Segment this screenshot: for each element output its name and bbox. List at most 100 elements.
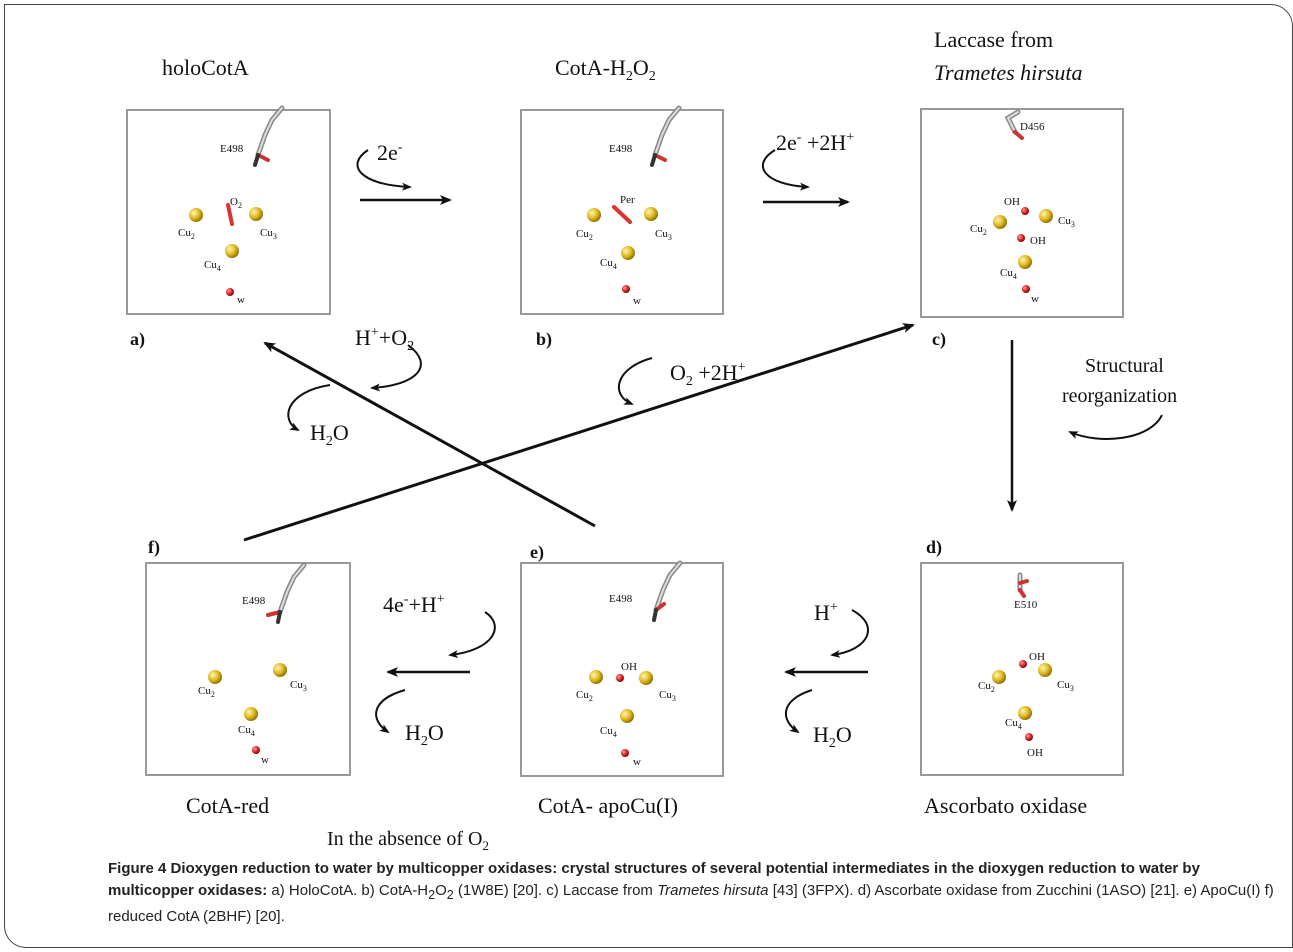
cu3-atom [639, 671, 653, 685]
arrow-e-to-a: H++O2 H2O [263, 325, 596, 528]
water-label: w [1031, 293, 1039, 305]
cu3-label: Cu3 [260, 227, 277, 241]
cu4-atom [620, 709, 634, 723]
o2-label: O2 [230, 196, 242, 210]
panel-d-box [920, 562, 1124, 776]
water-atom [622, 285, 630, 293]
cu4-atom [1018, 706, 1032, 720]
residue-label: E498 [609, 143, 633, 155]
cu2-atom [589, 670, 603, 684]
cu4-atom [1018, 255, 1032, 269]
oh-label: OH [621, 661, 637, 673]
cu3-atom [273, 663, 287, 677]
panel-d-letter: d) [926, 537, 942, 558]
cu4-label: Cu4 [1000, 267, 1017, 281]
cu4-atom [621, 246, 635, 260]
panel-f: CotA-red f) E498 Cu2 Cu3 Cu4 w [145, 537, 351, 818]
cu2-atom [587, 208, 601, 222]
arrow-b-to-c: 2e- +2H+ [761, 130, 854, 207]
reaction-b-to-c-label: 2e- +2H+ [776, 130, 854, 155]
panel-e: CotA- apoCu(I) e) E498 OH Cu2 Cu3 Cu4 w [520, 542, 724, 818]
panel-d: Ascorbato oxidase d) E510 OH Cu2 Cu3 Cu4… [920, 537, 1124, 818]
panel-c-letter: c) [932, 329, 946, 350]
oh-label: OH [1029, 651, 1045, 663]
peroxide-molecule [612, 205, 632, 224]
cu4-label: Cu4 [600, 257, 617, 271]
water-label: w [633, 756, 641, 768]
hydroxide-atom [1025, 733, 1033, 741]
oh-label: OH [1027, 747, 1043, 759]
reaction-e-to-f-in-label: 4e-+H+ [383, 592, 445, 617]
cu4-atom [225, 244, 239, 258]
panel-e-box [520, 562, 724, 777]
cu2-atom [992, 670, 1006, 684]
panel-a: holoCotA E498 O2 Cu2 Cu3 Cu4 w a) [126, 55, 331, 350]
hydroxide-atom [1021, 207, 1029, 215]
cu3-label: Cu3 [655, 228, 672, 242]
reaction-c-to-d-line2: reorganization [1062, 385, 1177, 407]
panel-b-title: CotA-H2O2 [555, 55, 656, 84]
cu2-label: Cu2 [576, 228, 593, 242]
reaction-f-to-c-label: O2 +2H+ [670, 360, 746, 389]
cu3-atom [249, 207, 263, 221]
cu4-atom [244, 707, 258, 721]
arrow-e-to-f: 4e-+H+ H2O [375, 592, 496, 749]
cu3-label: Cu3 [659, 689, 676, 703]
reaction-d-to-e-in-label: H+ [814, 600, 838, 625]
cu2-label: Cu2 [198, 685, 215, 699]
water-atom [1022, 285, 1030, 293]
figure-caption: Figure 4 Dioxygen reduction to water by … [108, 858, 1283, 928]
cu2-atom [208, 670, 222, 684]
water-label: w [261, 754, 269, 766]
reaction-e-to-a-out-label: H2O [310, 420, 349, 449]
panel-e-title: CotA- apoCu(I) [538, 793, 678, 818]
cu3-atom [1039, 209, 1053, 223]
panel-f-box [145, 562, 351, 776]
oh-label: OH [1030, 235, 1046, 247]
residue-label: E498 [242, 595, 266, 607]
panel-b-box [520, 109, 724, 315]
cu3-atom [1038, 663, 1052, 677]
panel-c-box [920, 108, 1124, 318]
cu2-label: Cu2 [178, 227, 195, 241]
absence-note: In the absence of O2 [327, 828, 489, 853]
panel-a-box [126, 109, 331, 315]
panel-c-title-line1: Laccase from [934, 27, 1053, 52]
water-atom [226, 288, 234, 296]
hydroxide-atom [1017, 234, 1025, 242]
water-label: w [633, 295, 641, 307]
panel-b: CotA-H2O2 E498 Per Cu2 Cu3 Cu4 w b) [520, 55, 724, 350]
caption-bold: Figure 4 Dioxygen reduction to water by … [108, 860, 1200, 899]
panel-f-title: CotA-red [186, 793, 269, 818]
hydroxide-atom [616, 674, 624, 682]
reaction-c-to-d-line1: Structural [1085, 355, 1164, 377]
water-atom [621, 749, 629, 757]
residue-sidechain [266, 562, 307, 624]
residue-sidechain [253, 105, 285, 167]
cu2-label: Cu2 [970, 223, 987, 237]
panel-c-title-line2: Trametes hirsuta [934, 60, 1083, 85]
cu4-label: Cu4 [204, 259, 221, 273]
oh-label: OH [1004, 196, 1020, 208]
cu3-label: Cu3 [1058, 215, 1075, 229]
cu3-label: Cu3 [290, 679, 307, 693]
panel-e-letter: e) [530, 542, 544, 563]
reaction-a-to-b-label: 2e- [377, 140, 403, 165]
arrow-a-to-b: 2e- [356, 140, 452, 205]
residue-sidechain [652, 560, 683, 622]
panel-b-letter: b) [536, 329, 552, 350]
panel-f-letter: f) [148, 537, 160, 558]
per-label: Per [620, 194, 635, 206]
cu2-label: Cu2 [576, 689, 593, 703]
water-atom [252, 746, 260, 754]
panel-c: Laccase from Trametes hirsuta D456 OH OH… [920, 27, 1124, 350]
residue-sidechain [1017, 572, 1029, 598]
o2-molecule [226, 203, 234, 226]
residue-label: E498 [609, 593, 633, 605]
reaction-e-to-f-out-label: H2O [405, 720, 444, 749]
residue-label: E510 [1014, 599, 1038, 611]
reaction-d-to-e-out-label: H2O [813, 722, 852, 751]
caption-text: a) HoloCotA. b) CotA-H2O2 (1W8E) [20]. c… [108, 882, 1274, 925]
panel-a-title: holoCotA [162, 55, 249, 80]
